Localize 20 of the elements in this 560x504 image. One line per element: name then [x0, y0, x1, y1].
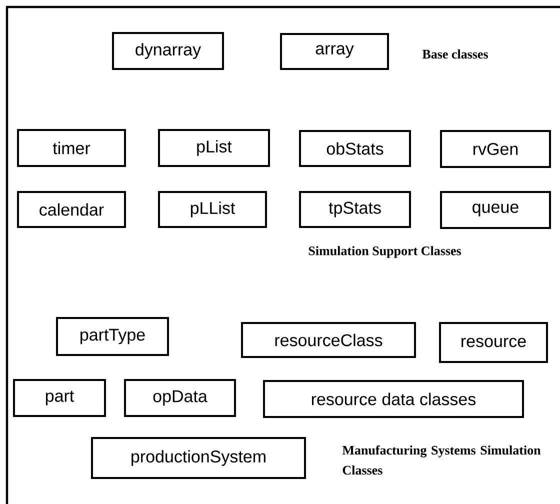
class-box: rvGen: [440, 130, 551, 168]
class-box: dynarray: [112, 32, 224, 70]
class-box: queue: [440, 191, 551, 229]
group-label: Base classes: [422, 49, 488, 59]
class-box: productionSystem: [91, 437, 306, 479]
class-box: pList: [158, 129, 270, 167]
class-box: array: [280, 33, 389, 70]
class-box: tpStats: [299, 191, 411, 228]
class-box: pLList: [158, 191, 267, 228]
class-box: calendar: [17, 191, 126, 228]
class-box: timer: [17, 129, 126, 167]
class-box: resource data classes: [263, 380, 524, 418]
class-box: partType: [56, 317, 169, 356]
group-label: Manufacturing Systems Simulation Classes: [342, 445, 541, 475]
class-box: resource: [439, 322, 548, 363]
group-label: Simulation Support Classes: [308, 246, 462, 258]
class-box: part: [13, 379, 106, 417]
class-box: opData: [124, 379, 236, 417]
class-box: resourceClass: [241, 322, 416, 358]
class-box: obStats: [299, 130, 411, 167]
